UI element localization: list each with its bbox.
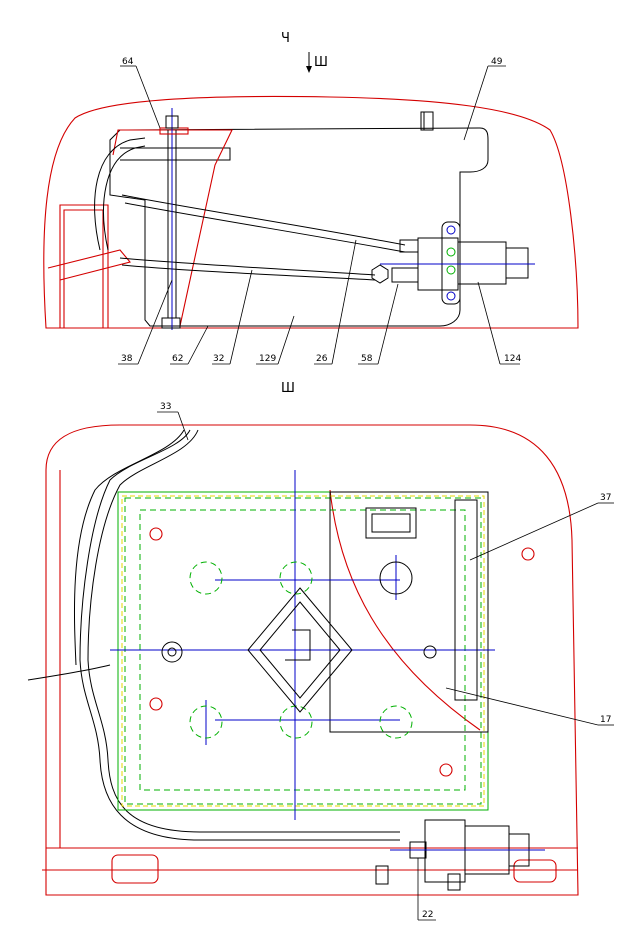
callout-124: 124 <box>504 354 521 364</box>
callout-32: 32 <box>213 354 224 364</box>
callouts-top: 64 49 38 62 32 129 26 58 124 <box>118 57 521 365</box>
callout-49: 49 <box>491 57 503 67</box>
callout-26: 26 <box>316 354 328 364</box>
callout-37: 37 <box>600 493 611 503</box>
terminal-block <box>365 499 478 701</box>
center-diamond <box>247 587 353 713</box>
view-title-bottom: Ш <box>281 381 295 396</box>
motor-22-plan <box>375 819 545 891</box>
bolt-38 <box>159 108 189 330</box>
hose-26 <box>94 137 406 253</box>
hood-outline-side <box>43 95 579 329</box>
view-arrow-label: Ш <box>314 55 328 70</box>
callout-129: 129 <box>259 354 276 364</box>
box-housing-side <box>109 111 489 327</box>
callout-22: 22 <box>422 910 433 920</box>
callout-62: 62 <box>172 354 183 364</box>
callout-33: 33 <box>160 402 171 412</box>
callout-38: 38 <box>121 354 133 364</box>
hood-outline-plan <box>42 424 579 896</box>
axes-plan <box>110 470 495 820</box>
callout-58: 58 <box>361 354 373 364</box>
mounting-plate <box>117 491 489 811</box>
view-title-top: Ч <box>281 31 290 46</box>
callout-17: 17 <box>600 715 611 725</box>
cable-32 <box>119 257 376 281</box>
hoses-plan <box>27 429 400 841</box>
hole-circles <box>149 527 453 777</box>
callouts-bottom: 33 37 17 22 <box>157 402 614 921</box>
view-arrow: Ш <box>306 52 328 73</box>
callout-64: 64 <box>122 57 134 67</box>
motor-124-side <box>371 221 535 305</box>
